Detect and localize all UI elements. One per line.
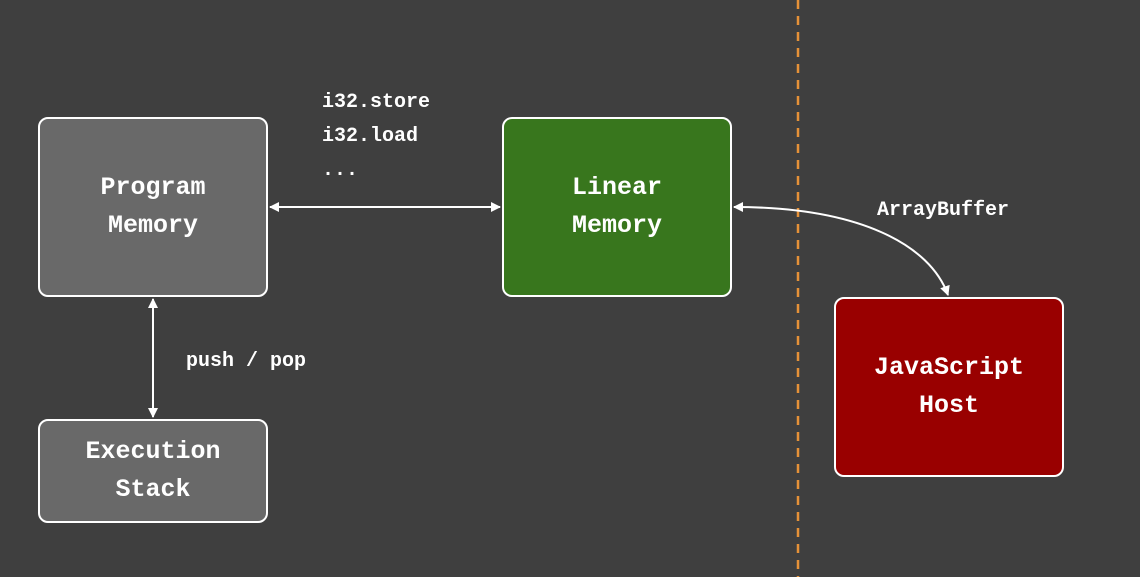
memory-ops-label: i32.store i32.load ... (322, 86, 430, 188)
linear-memory-label-line2: Memory (571, 211, 662, 240)
javascript-host-label-line1: JavaScript (873, 353, 1025, 382)
execution-stack-label-line2: Stack (115, 475, 191, 504)
linear-memory-label-line1: Linear (571, 173, 662, 202)
linear-memory-box: Linear Memory (502, 117, 732, 297)
javascript-host-box: JavaScript Host (834, 297, 1064, 477)
execution-stack-box: Execution Stack (38, 419, 268, 523)
memory-op-ellipsis: ... (322, 159, 359, 182)
program-memory-label-line1: Program (100, 173, 206, 202)
arrow-linear-host (733, 202, 950, 296)
stack-ops-label: push / pop (186, 350, 307, 373)
javascript-host-label-line2: Host (918, 391, 979, 420)
host-link-label: ArrayBuffer (877, 199, 1010, 222)
memory-op-load: i32.load (322, 125, 419, 148)
execution-stack-label-line1: Execution (85, 437, 221, 466)
memory-op-store: i32.store (322, 91, 431, 114)
program-memory-box: Program Memory (38, 117, 268, 297)
program-memory-label-line2: Memory (107, 211, 198, 240)
